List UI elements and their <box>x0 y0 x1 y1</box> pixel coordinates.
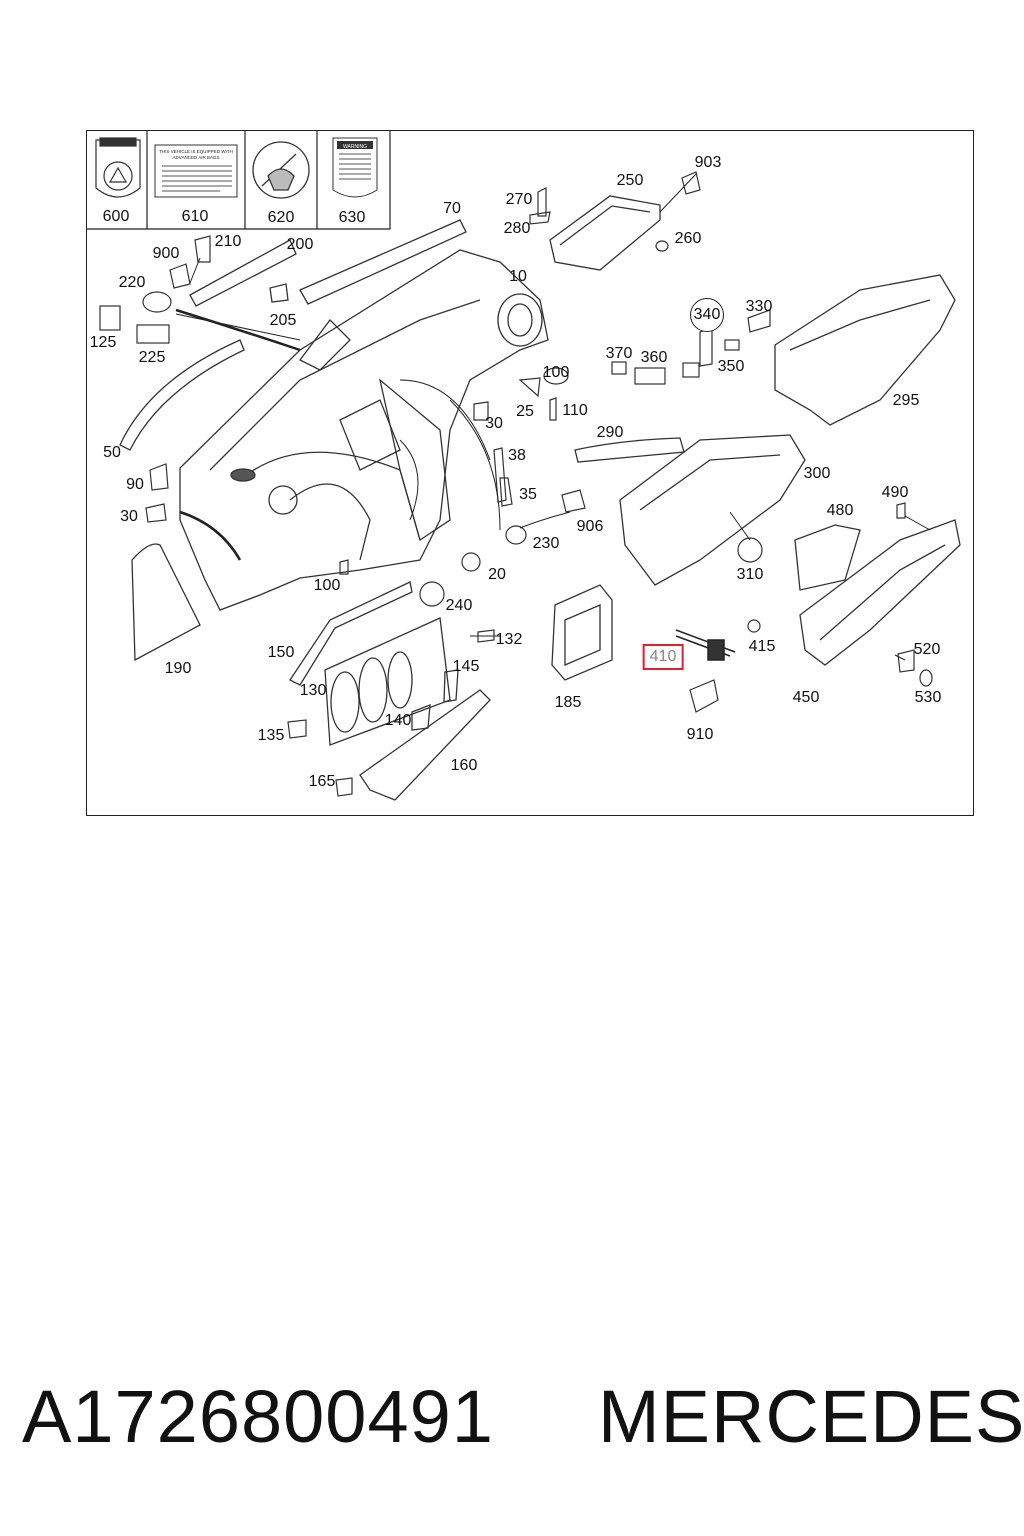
callout-200: 200 <box>286 236 314 253</box>
airbag-warning-sticker-icon <box>95 137 141 198</box>
sticker-610-line2: ADVANCED AIR BAGS <box>173 155 220 160</box>
airbag-module <box>549 195 661 271</box>
sticker-620-number: 620 <box>267 209 295 226</box>
callout-38: 38 <box>508 447 526 464</box>
callout-50: 50 <box>103 444 121 461</box>
callout-135: 135 <box>257 727 285 744</box>
glovebox-housing <box>619 274 961 666</box>
callout-150: 150 <box>267 644 295 661</box>
callout-310: 310 <box>736 566 764 583</box>
callout-125: 125 <box>89 334 117 351</box>
callout-290: 290 <box>596 424 624 441</box>
side-trim-50 <box>119 339 245 451</box>
callout-185: 185 <box>554 694 582 711</box>
callout-250: 250 <box>616 172 644 189</box>
callout-100-upper: 100 <box>542 364 570 381</box>
glovebox-switch-410 <box>675 629 736 661</box>
callout-480: 480 <box>826 502 854 519</box>
sticker-600-number: 600 <box>102 208 130 225</box>
callout-35: 35 <box>519 486 537 503</box>
callout-240: 240 <box>445 597 473 614</box>
sticker-630-number: 630 <box>338 209 366 226</box>
callout-230: 230 <box>532 535 560 552</box>
callout-70: 70 <box>443 200 461 217</box>
airbag-round-sticker-icon <box>252 141 310 199</box>
callout-450: 450 <box>792 689 820 706</box>
air-duct-290 <box>574 437 685 463</box>
callout-350: 350 <box>717 358 745 375</box>
callout-160: 160 <box>450 757 478 774</box>
callout-205: 205 <box>269 312 297 329</box>
callout-415: 415 <box>748 638 776 655</box>
callout-530: 530 <box>914 689 942 706</box>
callout-340: 340 <box>690 298 724 332</box>
airbag-info-sticker-icon: THIS VEHICLE IS EQUIPPED WITH ADVANCED A… <box>154 144 238 198</box>
callout-280: 280 <box>503 220 531 237</box>
instrument-cluster-parts <box>289 581 491 801</box>
callout-300: 300 <box>803 465 831 482</box>
sticker-630-text: WARNING <box>343 144 367 150</box>
callout-90: 90 <box>126 476 144 493</box>
callout-20: 20 <box>488 566 506 583</box>
sticker-610-line1: THIS VEHICLE IS EQUIPPED WITH <box>159 149 233 154</box>
callout-30-upper: 30 <box>485 415 503 432</box>
warning-sticker-icon: WARNING <box>332 137 378 198</box>
callout-165: 165 <box>308 773 336 790</box>
callout-295: 295 <box>892 392 920 409</box>
callout-190: 190 <box>164 660 192 677</box>
callout-910: 910 <box>686 726 714 743</box>
part-number-caption: A1726800491 <box>22 1375 494 1458</box>
callout-370: 370 <box>605 345 633 362</box>
callout-140: 140 <box>384 712 412 729</box>
callout-145: 145 <box>452 658 480 675</box>
callout-130: 130 <box>299 682 327 699</box>
callout-900: 900 <box>152 245 180 262</box>
callout-490: 490 <box>881 484 909 501</box>
callout-110: 110 <box>562 402 588 419</box>
callout-903: 903 <box>694 154 722 171</box>
callout-220: 220 <box>118 274 146 291</box>
callout-10: 10 <box>509 268 527 285</box>
small-fasteners <box>99 171 933 797</box>
callout-210: 210 <box>214 233 242 250</box>
center-vent-185 <box>551 584 613 681</box>
callout-225: 225 <box>138 349 166 366</box>
callout-330: 330 <box>745 298 773 315</box>
brand-caption: MERCEDES <box>598 1375 1024 1458</box>
callout-410-highlighted: 410 <box>642 644 684 670</box>
callout-906: 906 <box>576 518 604 535</box>
leader-lines <box>175 173 931 661</box>
sticker-610-number: 610 <box>181 208 209 225</box>
upper-trim-strip <box>189 219 467 307</box>
end-panel-190 <box>131 543 201 662</box>
callout-260: 260 <box>674 230 702 247</box>
callout-520: 520 <box>913 641 941 658</box>
callout-100-lower: 100 <box>313 577 341 594</box>
dashboard-carrier <box>179 249 549 611</box>
callout-360: 360 <box>640 349 668 366</box>
callout-270: 270 <box>505 191 533 208</box>
callout-30-lower: 30 <box>120 508 138 525</box>
callout-25: 25 <box>516 403 534 420</box>
callout-132: 132 <box>495 631 523 648</box>
